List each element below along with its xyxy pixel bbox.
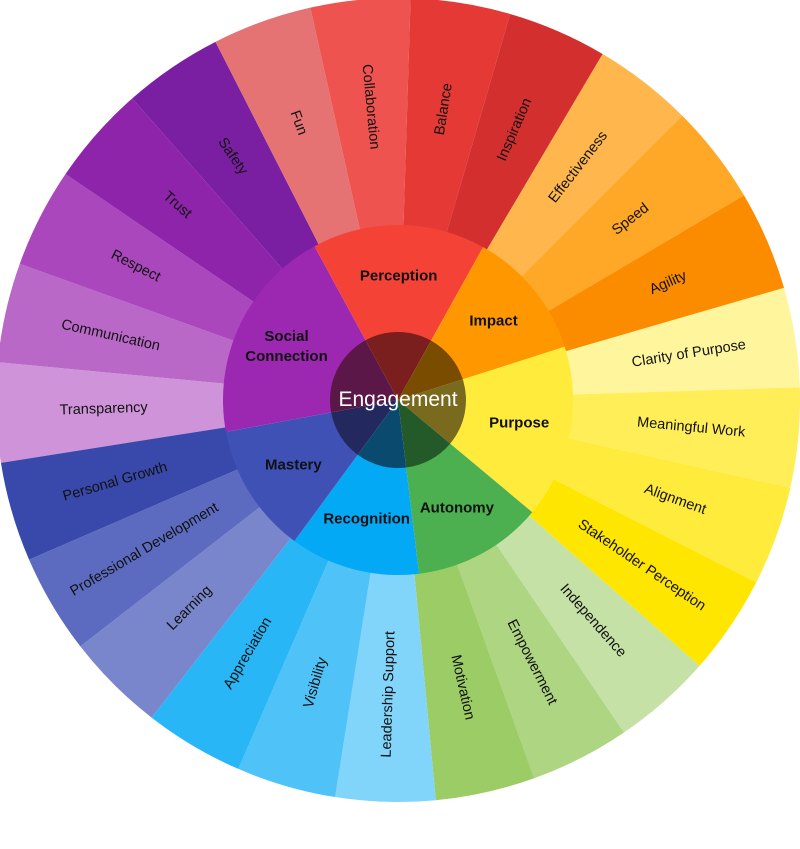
wedge-speed [520, 115, 745, 312]
category-label-social-connection: Social [264, 328, 308, 345]
category-wedge-recognition [294, 453, 420, 576]
wedge-safety [132, 41, 320, 271]
wedge-communication [0, 263, 236, 384]
category-label-purpose: Purpose [489, 415, 549, 432]
item-label-leadership-support: Leadership Support [379, 631, 399, 758]
wedge-personal-growth [0, 427, 240, 560]
wedge-effectiveness [486, 53, 683, 278]
wedge-alignment [552, 437, 791, 583]
center-sector-mastery [331, 400, 398, 455]
center-sector-social-connection [330, 340, 398, 413]
category-wedge-perception [314, 224, 484, 342]
wedge-stakeholder-perception [527, 478, 757, 666]
middle-ring [223, 224, 573, 576]
category-label-recognition: Recognition [323, 510, 410, 527]
wedge-learning [80, 506, 292, 718]
center-label: Engagement [338, 388, 457, 411]
wedge-trust [65, 98, 284, 303]
item-label-collaboration: Collaboration [358, 63, 382, 150]
wedge-motivation [414, 562, 535, 801]
wedge-agility [546, 195, 785, 352]
wedge-appreciation [151, 536, 330, 769]
wedge-visibility [238, 558, 371, 798]
wedge-transparency [0, 362, 228, 463]
wedge-meaningful-work [566, 387, 800, 488]
category-wedge-purpose [449, 346, 573, 513]
wedge-clarity-of-purpose [564, 287, 800, 395]
category-wedge-autonomy [406, 442, 533, 574]
item-label-transparency: Transparency [59, 400, 148, 419]
wedge-inspiration [446, 13, 603, 252]
category-wedge-social-connection [223, 246, 367, 432]
category-wedge-mastery [225, 412, 359, 542]
center-disc [330, 332, 466, 469]
wedge-respect [19, 174, 255, 342]
center-sector-recognition [357, 400, 407, 469]
category-label-impact: Impact [469, 313, 517, 330]
item-label-fun: Fun [287, 108, 311, 137]
category-label-social-connection: Connection [245, 348, 328, 365]
center-sector-impact [398, 340, 463, 400]
wedge-leadership-support [335, 570, 436, 802]
center-sector-purpose [398, 379, 466, 444]
wedge-collaboration [310, 0, 411, 232]
center-sector-autonomy [398, 400, 451, 468]
category-wedge-impact [430, 247, 565, 380]
wedge-balance [403, 0, 511, 234]
category-label-perception: Perception [360, 267, 438, 284]
category-label-mastery: Mastery [265, 457, 322, 474]
wedge-professional-development [29, 468, 262, 647]
outer-ring [0, 0, 800, 802]
category-label-autonomy: Autonomy [420, 500, 495, 517]
wedge-fun [215, 7, 361, 246]
wedge-empowerment [456, 543, 624, 779]
center-sector-perception [365, 332, 432, 400]
wedge-independence [495, 514, 700, 733]
